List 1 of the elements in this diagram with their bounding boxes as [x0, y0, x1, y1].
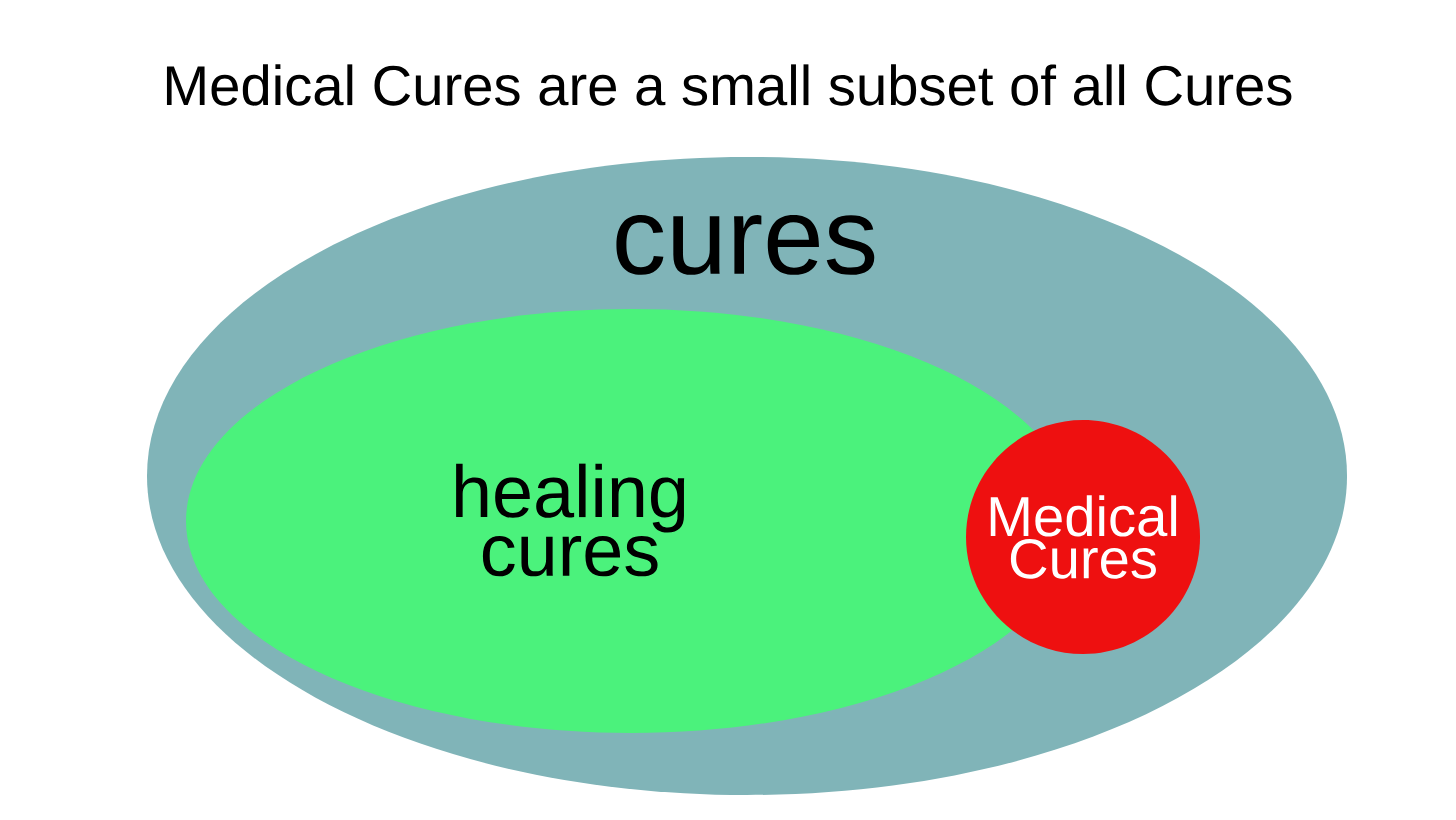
title: Medical Cures are a small subset of all Cures — [166, 64, 1292, 106]
